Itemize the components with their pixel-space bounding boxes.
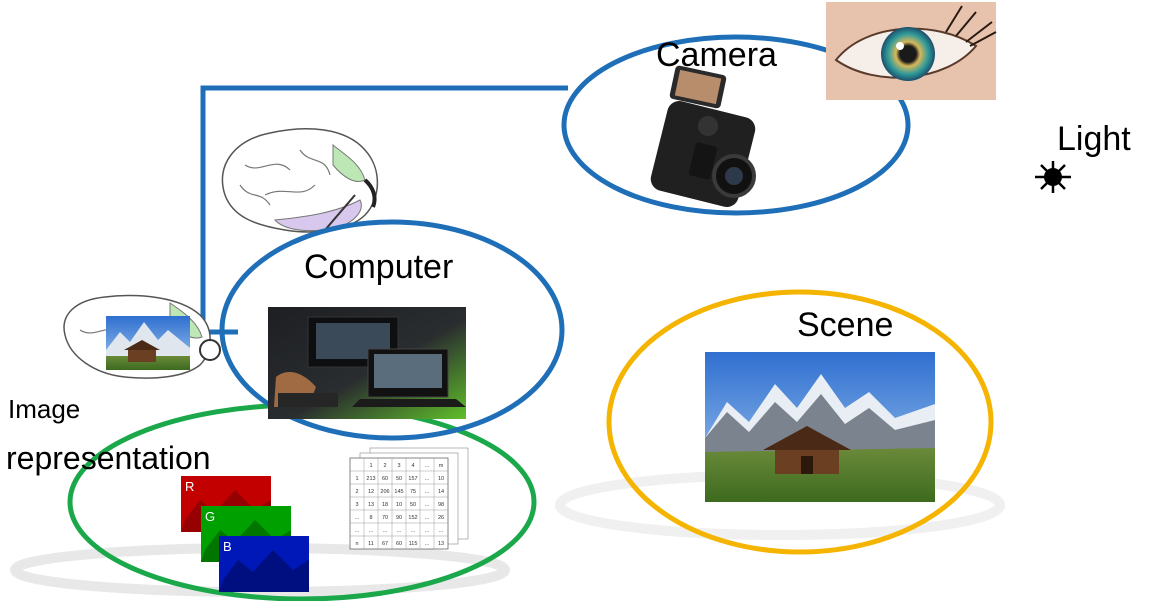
workstation-photo xyxy=(268,307,466,419)
matrix-cell: 2 xyxy=(355,489,358,495)
matrix-cell: ... xyxy=(425,502,430,508)
matrix-cell: 145 xyxy=(394,489,403,495)
matrix-cell: 13 xyxy=(368,502,374,508)
matrix-cell: 14 xyxy=(438,489,444,495)
light-label: Light xyxy=(1057,120,1131,158)
matrix-cell: 75 xyxy=(410,489,416,495)
brain-illustration xyxy=(221,128,379,244)
mountain-barn-photo xyxy=(705,352,935,502)
matrix-cell: 152 xyxy=(408,515,417,521)
representation-label: representation xyxy=(6,440,211,476)
matrix-cell: 1 xyxy=(355,476,358,482)
matrix-cell: 115 xyxy=(409,541,418,547)
matrix-col-header: 1 xyxy=(369,463,372,469)
matrix-cell: 60 xyxy=(396,541,402,547)
camera-ring xyxy=(561,34,911,216)
matrix-cell: 8 xyxy=(369,515,372,521)
matrix-cell: 70 xyxy=(382,515,388,521)
matrix-col-header: 2 xyxy=(383,463,386,469)
scene-thumbnail xyxy=(106,316,190,370)
matrix-cell: 3 xyxy=(355,502,358,508)
scene-label: Scene xyxy=(797,306,894,344)
matrix-col-header: 3 xyxy=(397,463,400,469)
matrix-cell: 98 xyxy=(438,502,444,508)
sun-icon xyxy=(1035,161,1071,193)
matrix-cell: ... xyxy=(411,528,416,534)
matrix-cell: ... xyxy=(425,528,430,534)
matrix-cell: ... xyxy=(355,515,360,521)
matrix-cell: 26 xyxy=(438,515,444,521)
matrix-cell: 18 xyxy=(382,502,388,508)
matrix-cell: 10 xyxy=(438,476,444,482)
computer-label: Computer xyxy=(304,248,454,286)
matrix-cell: ... xyxy=(355,528,360,534)
matrix-cell: 11 xyxy=(368,541,374,547)
matrix-cell: 50 xyxy=(396,476,402,482)
channel-letter-r: R xyxy=(185,479,194,494)
matrix-col-header: m xyxy=(439,463,444,469)
matrix-cell: 157 xyxy=(408,476,417,482)
channel-letter-g: G xyxy=(205,509,215,524)
matrix-cell: ... xyxy=(425,476,430,482)
rgb-channel-stack xyxy=(181,476,309,592)
matrix-col-header: 4 xyxy=(411,463,414,469)
matrix-cell: ... xyxy=(439,528,444,534)
matrix-cell: ... xyxy=(397,528,402,534)
image-label: Image xyxy=(8,394,81,424)
matrix-front-sheet xyxy=(349,457,449,550)
matrix-cell: 50 xyxy=(410,502,416,508)
matrix-col-header: ... xyxy=(425,463,430,469)
matrix-cell: ... xyxy=(425,515,430,521)
matrix-cell: 67 xyxy=(382,541,388,547)
scene-ring xyxy=(606,289,994,555)
camera-label: Camera xyxy=(656,36,777,74)
computer-ring xyxy=(219,219,565,441)
eye-photo xyxy=(826,2,997,100)
matrix-cell: ... xyxy=(383,528,388,534)
matrix-cell: ... xyxy=(425,489,430,495)
matrix-cell: n xyxy=(355,541,358,547)
matrix-cell: 13 xyxy=(438,541,444,547)
matrix-cell: 10 xyxy=(396,502,402,508)
matrix-cell: 60 xyxy=(382,476,388,482)
channel-letter-b: B xyxy=(223,539,232,554)
action-camera-photo xyxy=(650,65,756,207)
matrix-cell: 12 xyxy=(368,489,374,495)
matrix-cell: ... xyxy=(369,528,374,534)
matrix-cell: 206 xyxy=(380,489,389,495)
matrix-cell: 213 xyxy=(366,476,375,482)
matrix-cell: 90 xyxy=(396,515,402,521)
matrix-cell: ... xyxy=(425,541,430,547)
